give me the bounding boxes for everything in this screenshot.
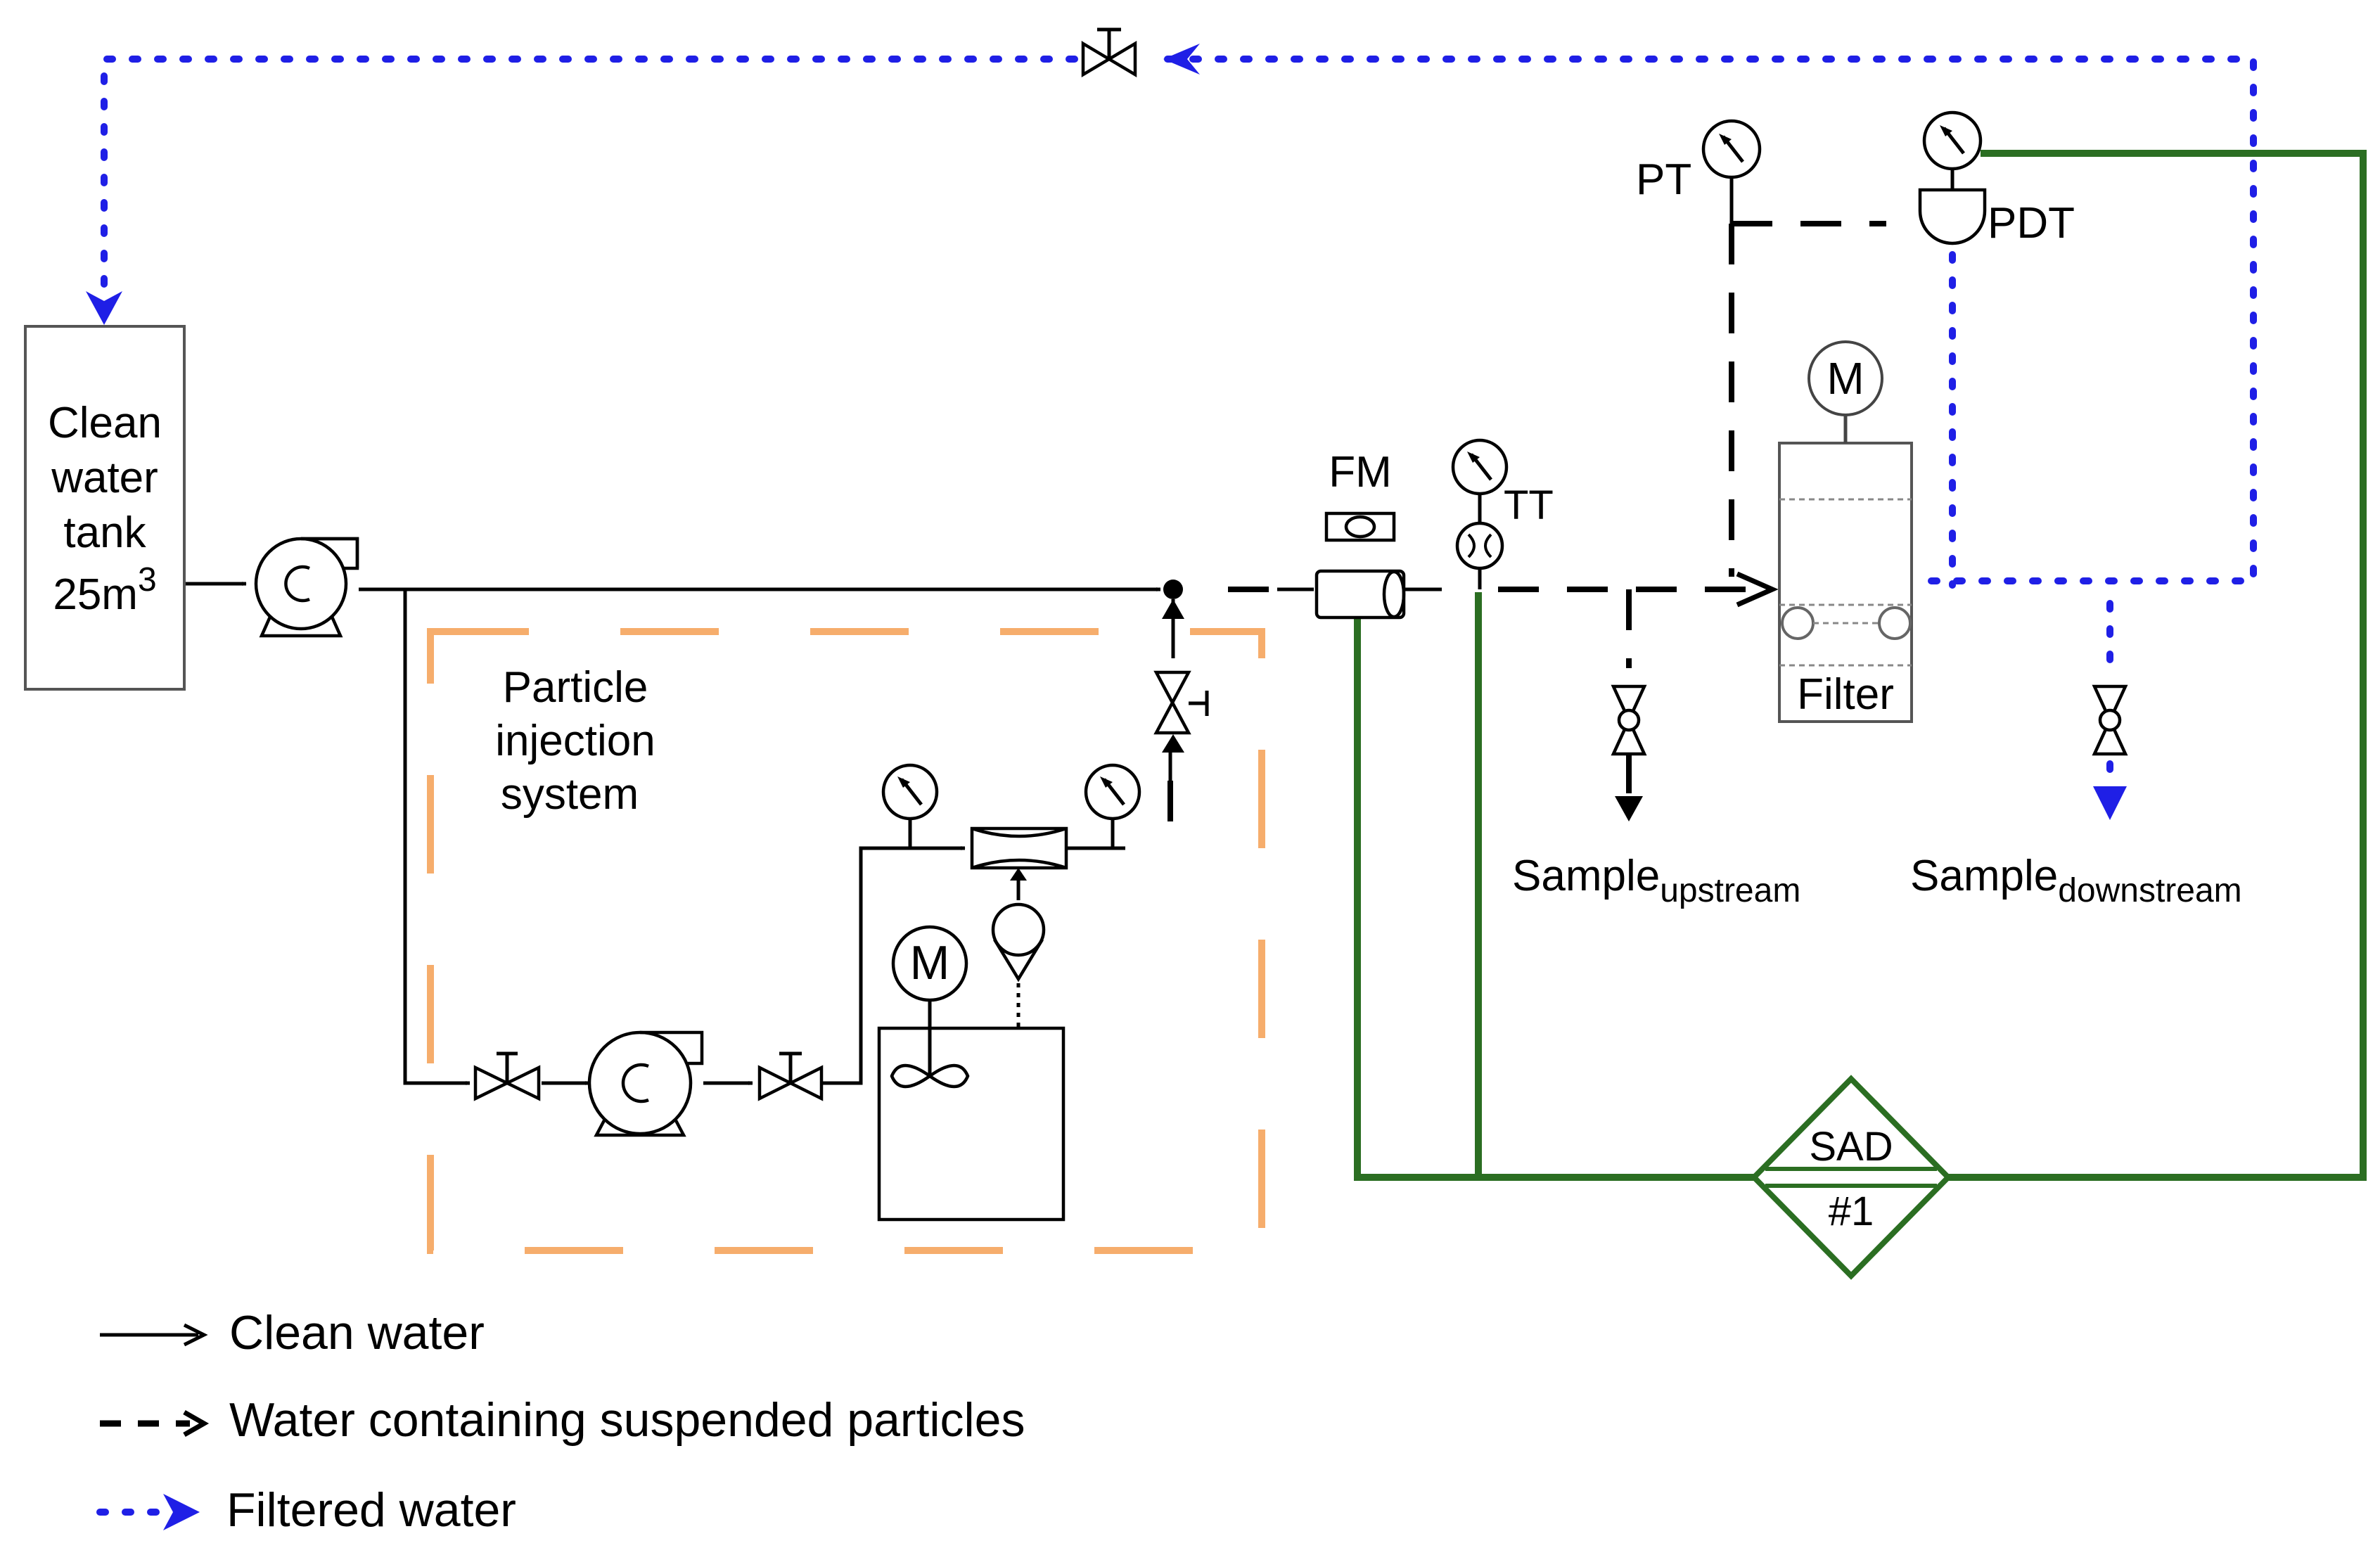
sad-label-top: SAD [1809,1124,1893,1170]
filter-label: Filter [1797,670,1894,719]
mixer-motor-label: M [910,936,950,990]
legend-clean-water-label: Clean water [229,1306,485,1359]
pt-label: PT [1636,155,1691,204]
legend-suspended-label: Water containing suspended particles [229,1393,1025,1447]
differential-pressure-transmitter-icon [1918,110,1987,245]
tank-volume-label: 25m3 [53,561,156,619]
sample-downstream-valve-icon[interactable] [2092,684,2128,756]
filter-housing [1778,415,1913,723]
suspended-particle-lines [1167,221,1886,844]
filter-motor-icon: M [1808,340,1883,416]
sample-upstream-label: Sampleupstream [1512,852,1800,909]
legend: Clean water Water containing suspended p… [96,1306,1025,1537]
flow-meter-icon [1314,511,1406,620]
legend-clean-water: Clean water [100,1306,485,1359]
dosing-pump-icon [991,902,1046,1027]
legend-filtered-water: Filtered water [96,1483,516,1537]
injection-label-line3: system [501,770,639,819]
injection-pump-icon [587,1030,704,1137]
clean-water-tank [24,325,186,691]
mixing-tank [877,999,1066,1222]
injection-label-line1: Particle [503,663,648,712]
sad-signal-lines [1354,150,2367,1181]
mixer-motor-icon: M [891,925,968,1002]
filter-motor-label: M [1826,353,1864,404]
injection-inlet-valve-icon[interactable] [473,1051,541,1101]
sad-label-bottom: #1 [1829,1189,1874,1234]
pressure-transmitter-icon [1701,119,1762,224]
injection-junction [1162,580,1184,658]
injection-gauge-left-icon [881,763,939,848]
fm-label: FM [1329,448,1392,497]
sample-upstream-valve-icon[interactable] [1611,684,1647,756]
injection-gauge-right-icon [1084,763,1141,848]
pdt-label: PDT [1988,199,2075,248]
temperature-transmitter-icon [1451,438,1509,589]
legend-filtered-label: Filtered water [226,1483,516,1537]
tt-label: TT [1504,482,1554,528]
injection-label-line2: injection [495,717,655,765]
clean-water-lines [186,582,1442,1085]
sad-unit-icon [1750,1075,1952,1280]
legend-suspended-particles: Water containing suspended particles [100,1393,1025,1447]
sample-downstream-label: Sampledownstream [1910,852,2242,909]
main-pump-icon [254,537,359,638]
injection-system-boundary [427,628,1265,1254]
eductor-icon [970,826,1068,900]
filtered-water-lines [86,44,2257,820]
tank-label-line3: tank [63,508,146,557]
injection-outlet-valve-icon[interactable] [757,1051,824,1101]
recirculation-valve-icon[interactable] [1081,27,1137,77]
injection-check-valve-icon[interactable] [1153,670,1209,753]
tank-label-line1: Clean [48,399,162,447]
tank-label-line2: water [51,454,158,502]
